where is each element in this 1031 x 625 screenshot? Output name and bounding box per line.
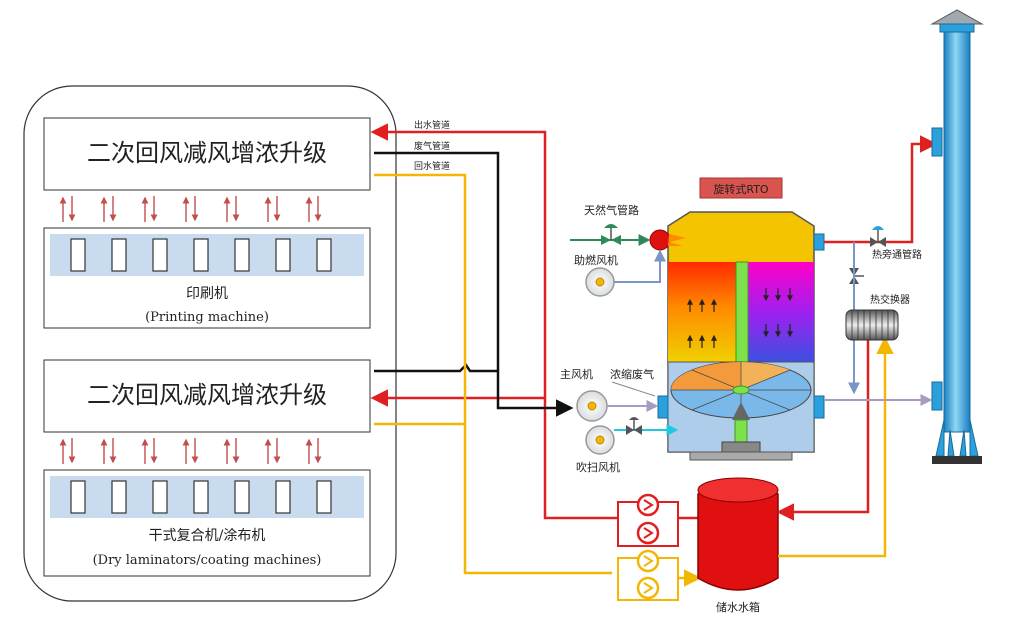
printing-machine-label: 印刷机 (186, 286, 228, 302)
water-tank-label: 储水水箱 (716, 600, 760, 614)
tank-hot-water-pipe (776, 340, 870, 521)
machine-slot (275, 480, 291, 514)
red-pump-upper (636, 493, 660, 517)
combustion-fan (585, 249, 666, 297)
machine-slot (193, 480, 209, 514)
purge-valve (626, 417, 642, 435)
laminator-label-en: (Dry laminators/coating machines) (93, 553, 322, 568)
machine-slot (152, 480, 168, 514)
stack-column (943, 31, 971, 433)
exhaust-pipe (374, 151, 574, 417)
upper-unit: 二次回风减风增浓升级 印刷机 (Printing machine) (43, 117, 371, 329)
combustion-fan-label: 助燃风机 (574, 253, 618, 267)
rto-unit: 旋转式RTO (657, 177, 825, 461)
upper-upgrade-label: 二次回风减风增浓升级 (87, 139, 327, 167)
machine-slot (70, 480, 86, 514)
water-return-pipe-label: 回水管道 (414, 160, 450, 172)
machine-slot (193, 238, 209, 272)
machine-slot (70, 238, 86, 272)
machine-slot (316, 480, 332, 514)
main-fan (576, 390, 659, 422)
laminator-slots (70, 480, 332, 514)
rto-title: 旋转式RTO (713, 182, 769, 196)
machine-slot (316, 238, 332, 272)
stack-lower-port (931, 381, 943, 411)
exhaust-pipe-label: 废气管道 (414, 140, 450, 152)
bypass-valve (870, 226, 886, 247)
red-pump-lower (636, 521, 660, 545)
rto-lower-outlet-port (813, 395, 825, 419)
natural-gas-label: 天然气管路 (584, 203, 639, 217)
stack-base (932, 456, 982, 464)
lower-airflow-arrows (59, 438, 322, 464)
machine-slot (111, 480, 127, 514)
purge-fan (585, 424, 679, 455)
lower-upgrade-box (43, 359, 371, 433)
printing-machine-label-en: (Printing machine) (145, 310, 269, 325)
printing-machine-slots (70, 238, 332, 272)
rto-base (689, 451, 793, 461)
exchanger-valve (849, 268, 864, 284)
heat-exchanger-label: 热交换器 (870, 293, 910, 306)
laminator-label: 干式复合机/涂布机 (149, 527, 266, 544)
lower-upgrade-label: 二次回风减风增浓升级 (87, 381, 327, 409)
rto-inlet-port (657, 395, 669, 419)
purge-fan-label: 吹扫风机 (576, 460, 620, 474)
hot-bypass-pipe (824, 135, 938, 244)
burner-flame (668, 234, 686, 246)
stack-upper-port (931, 127, 943, 157)
water-tank (697, 477, 779, 591)
red-pump-group (617, 493, 700, 547)
machine-slot (234, 238, 250, 272)
rto-title-box (699, 177, 783, 199)
rto-outlet-port (813, 233, 825, 251)
machine-slot (111, 238, 127, 272)
exhaust-stack (930, 9, 984, 464)
machine-slot (275, 238, 291, 272)
machine-slot (152, 238, 168, 272)
concentrated-gas-label: 浓缩废气 (610, 367, 654, 381)
main-fan-label: 主风机 (560, 367, 593, 381)
concentrated-gas-leader (611, 381, 656, 397)
water-return-pipe (374, 173, 612, 575)
gas-valve (601, 224, 621, 245)
rto-flow-arrows (687, 288, 793, 348)
yellow-pump-upper (636, 549, 660, 573)
burner (649, 229, 671, 251)
tank-return-pipe (778, 336, 894, 558)
hot-bypass-label: 热旁通管路 (872, 248, 922, 261)
upper-upgrade-box (43, 117, 371, 191)
water-out-pipe-label: 出水管道 (414, 119, 450, 131)
yellow-pump-lower (636, 576, 660, 600)
lower-unit: 二次回风减风增浓升级 干式复合机/涂布机 (Dry laminators/coa… (43, 359, 371, 577)
water-out-pipe (370, 123, 618, 520)
machine-slot (234, 480, 250, 514)
heat-exchanger (845, 309, 899, 341)
yellow-pump-group (617, 549, 702, 601)
upper-airflow-arrows (59, 196, 322, 222)
rto-right-chamber (748, 262, 814, 362)
